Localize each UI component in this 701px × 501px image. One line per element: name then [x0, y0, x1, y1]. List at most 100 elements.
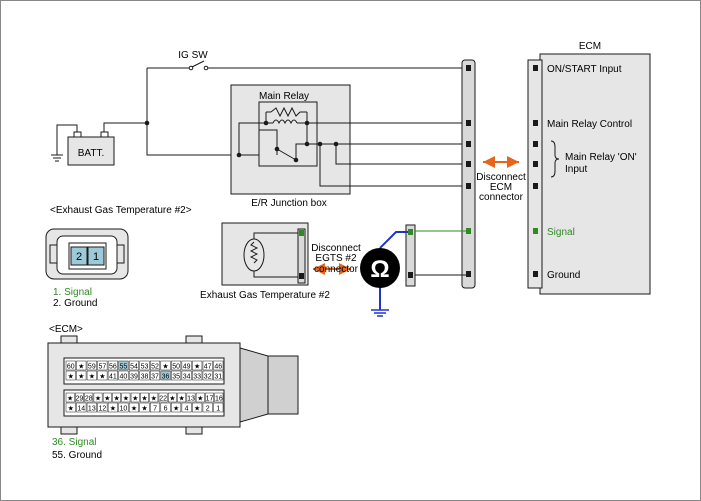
- ecm-on-start-label: ON/START Input: [547, 64, 622, 75]
- ecm-pin-label: 10: [120, 406, 128, 413]
- ecm-pin-label: 22: [159, 396, 167, 403]
- ecm-pin-cell: [195, 392, 205, 403]
- ecm-pin-label: 47: [204, 364, 212, 371]
- ecm-signal-label: Signal: [547, 227, 575, 238]
- ecm-pin-star: ★: [131, 405, 137, 413]
- ecm-pin-star: ★: [78, 363, 84, 371]
- egts-sensor-element: [243, 232, 302, 278]
- ecm-main-relay-on-label-2: Input: [565, 164, 587, 175]
- ecm-pin-cell: [192, 360, 203, 371]
- egts-connector: [297, 228, 306, 284]
- ecm-pin-cell: [121, 392, 131, 403]
- ecm-pin-label: 16: [215, 396, 223, 403]
- ecm-pin-star: ★: [78, 373, 84, 381]
- ecm-pin-cell: [160, 370, 171, 381]
- ecm-pin-star: ★: [179, 395, 185, 403]
- ecm-pin-label: 53: [141, 364, 149, 371]
- ecm-pin-cell: [107, 370, 118, 381]
- battery-wires: [103, 67, 469, 156]
- ecm-pin-cell: [202, 402, 213, 413]
- ecm-pin-cell: [118, 402, 129, 413]
- ecm-pin-cell: [65, 402, 76, 413]
- ecm-pin-label: 54: [130, 364, 138, 371]
- ecm-pin-label: 41: [109, 374, 117, 381]
- ecm-pin-label: 55: [120, 364, 128, 371]
- egts-harness-connector: [405, 224, 416, 287]
- ecm-pin-cell: [213, 402, 224, 413]
- ecm-pin-cell: [202, 370, 213, 381]
- ecm-pin-cell: [76, 360, 87, 371]
- disconnect-ecm-line-2: ECM: [490, 182, 512, 193]
- battery: BATT.: [67, 131, 115, 166]
- ecm-pin-label: 1: [216, 406, 220, 413]
- ecm-pin-star: ★: [162, 363, 168, 371]
- ecm-pin-cell: [86, 360, 97, 371]
- ecm-pin-label: 56: [109, 364, 117, 371]
- ecm-pin-star: ★: [132, 395, 138, 403]
- ecm-box-shadow: [539, 53, 651, 295]
- ecm-pin-cell: [149, 392, 159, 403]
- ecm-pin-label: 60: [67, 364, 75, 371]
- ecm-pin-label: 4: [185, 406, 189, 413]
- ecm-pin-cell: [140, 392, 149, 403]
- ecm-pins: [533, 65, 538, 277]
- disconnect-egts-line-2: EGTS #2: [315, 253, 357, 264]
- ecm-pin-label: 33: [193, 374, 201, 381]
- main-relay-label: Main Relay: [259, 91, 309, 102]
- ecm-pin-cell: [86, 402, 97, 413]
- relay-dot: [274, 146, 280, 152]
- ecm-pin-cell: [160, 360, 171, 371]
- ecm-pin-cell: [65, 360, 76, 371]
- ecm-pin-cell: [158, 392, 168, 403]
- ecm-pin-label: 29: [76, 396, 84, 403]
- egts-pin-ground: [299, 273, 304, 279]
- ecm-pin-star: ★: [151, 395, 157, 403]
- ecm-pin-cell: [118, 370, 129, 381]
- ecm-pin-cell: [65, 392, 75, 403]
- ecm-section-header: <ECM>: [49, 324, 83, 335]
- ecm-pin-star: ★: [99, 373, 105, 381]
- egts-section-header: <Exhaust Gas Temperature #2>: [50, 205, 192, 216]
- ecm-pin-cell: [186, 392, 196, 403]
- ecm-pin-cell: [150, 370, 161, 381]
- ecm-pin-star: ★: [95, 395, 101, 403]
- ecm-pin-cell: [128, 360, 139, 371]
- battery-label: BATT.: [78, 148, 104, 159]
- ecm-pin-star: ★: [141, 405, 147, 413]
- ecm-pin-cell: [181, 360, 192, 371]
- ecm-pin-cell: [102, 392, 112, 403]
- ecm-pin-cell: [213, 370, 224, 381]
- ecm-pin-cell: [177, 392, 187, 403]
- ecm-pin-star: ★: [141, 395, 147, 403]
- ecm-pin-star: ★: [197, 395, 203, 403]
- ecm-pin-label: 2: [206, 406, 210, 413]
- ecm-ground-label: Ground: [547, 270, 580, 281]
- ecm-pin-cell: [118, 360, 129, 371]
- ecm-pin-star: ★: [68, 405, 74, 413]
- ecm-title: ECM: [579, 41, 601, 52]
- ecm-pin-cell: [97, 370, 108, 381]
- ecm-pin-star: ★: [68, 373, 74, 381]
- junction-box: [230, 84, 351, 195]
- ecm-pin-cell: [150, 402, 161, 413]
- ecm-pin-cell: [171, 402, 182, 413]
- ecm-pin-cell: [213, 360, 224, 371]
- ecm-pin-cell: [97, 402, 108, 413]
- ecm-pin-cell: [65, 370, 76, 381]
- egts-harness-pin-signal: [408, 229, 413, 235]
- sensor-caption: Exhaust Gas Temperature #2: [200, 290, 330, 301]
- ecm-pin-star: ★: [113, 395, 119, 403]
- ecm-pin-cell: [139, 402, 150, 413]
- main-relay: [258, 101, 318, 167]
- ecm-pin-label: 6: [164, 406, 168, 413]
- ecm-pin-cell: [130, 392, 140, 403]
- ecm-pin-cell: [214, 392, 224, 403]
- ecm-pin-cell: [139, 360, 150, 371]
- ecm-pin-star: ★: [194, 405, 200, 413]
- ecm-pin-star: ★: [173, 405, 179, 413]
- ecm-pin-cell: [150, 360, 161, 371]
- battery-ground-symbol: [51, 124, 78, 162]
- junction-box-label: E/R Junction box: [251, 198, 327, 209]
